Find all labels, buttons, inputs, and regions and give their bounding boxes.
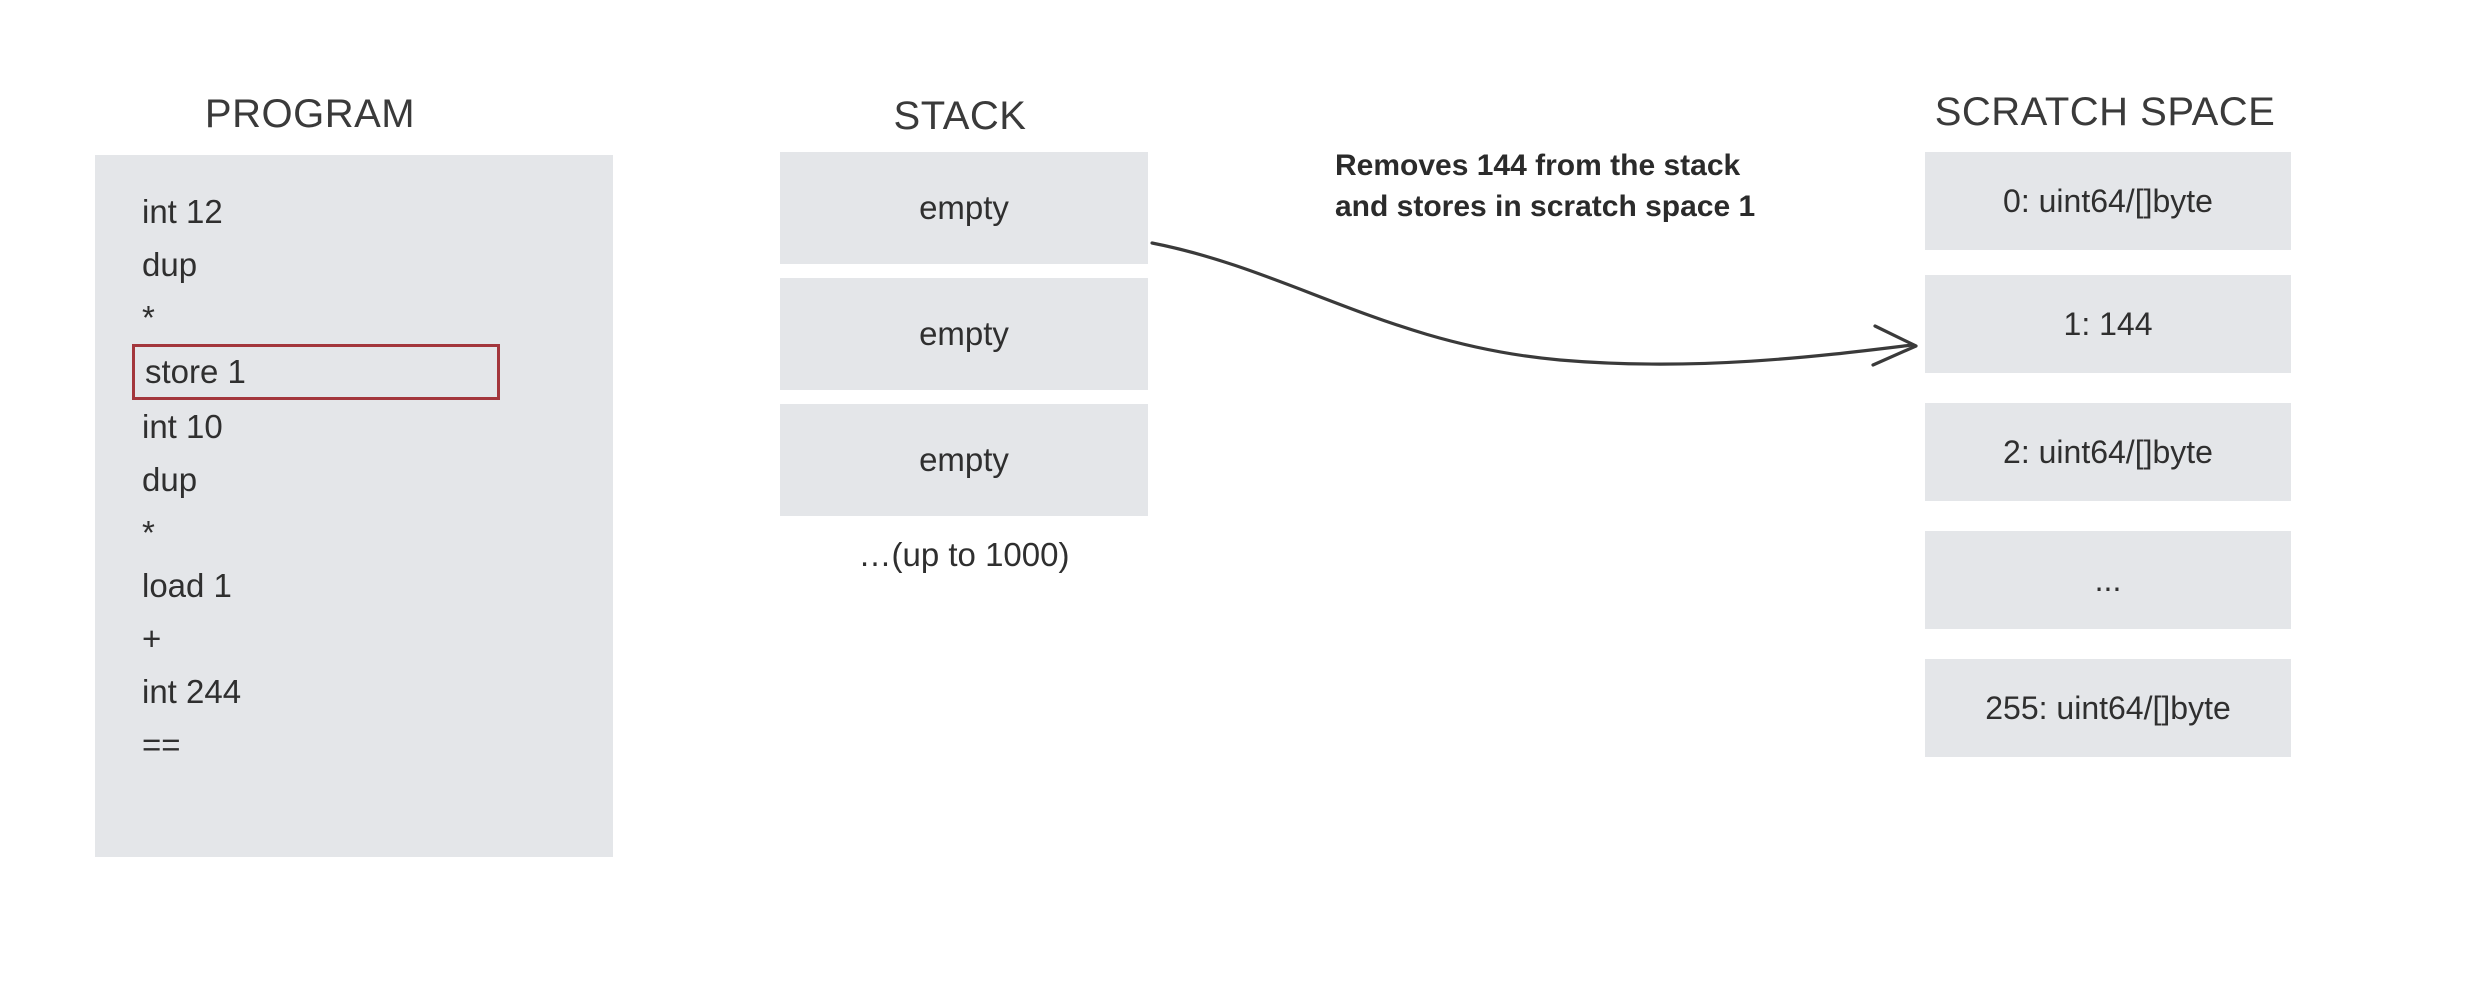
program-line-int-244: int 244 (142, 673, 242, 710)
stack-cell: empty (780, 152, 1148, 264)
program-line-multiply-2: * (142, 514, 155, 551)
program-line-plus: + (142, 620, 162, 657)
stack-cell: empty (780, 404, 1148, 516)
scratch-space-cell-ellipsis: ... (1925, 531, 2291, 629)
stack-section-title: STACK (893, 94, 1027, 138)
scratch-space-section-title: SCRATCH SPACE (1934, 90, 2276, 134)
scratch-space-cell: 2: uint64/[]byte (1925, 403, 2291, 501)
program-line-store-1-highlighted: store 1 (132, 344, 500, 400)
annotation-line-2: and stores in scratch space 1 (1335, 189, 1756, 223)
stack-overflow-note: …(up to 1000) (858, 536, 1070, 573)
program-line-multiply-1: * (142, 299, 155, 336)
program-line-equals: == (142, 726, 181, 763)
program-section-title: PROGRAM (204, 92, 416, 136)
stack-cell: empty (780, 278, 1148, 390)
annotation-label: Removes 144 from the stack and stores in… (1335, 146, 1805, 227)
annotation-line-1: Removes 144 from the stack (1335, 149, 1741, 182)
program-line-int-10: int 10 (142, 408, 223, 445)
program-panel (95, 155, 613, 857)
program-line-dup-1: dup (142, 246, 198, 283)
scratch-space-cell: 255: uint64/[]byte (1925, 659, 2291, 757)
program-instruction-list: int 12 dup * store 1 int 10 dup * load 1… (132, 185, 577, 771)
flow-arrow-icon (1150, 241, 1918, 367)
scratch-space-cell: 0: uint64/[]byte (1925, 152, 2291, 250)
program-line-dup-2: dup (142, 461, 198, 498)
scratch-space-cell-target: 1: 144 (1925, 275, 2291, 373)
program-line-load-1: load 1 (142, 567, 232, 604)
program-line-int-12: int 12 (142, 193, 223, 230)
